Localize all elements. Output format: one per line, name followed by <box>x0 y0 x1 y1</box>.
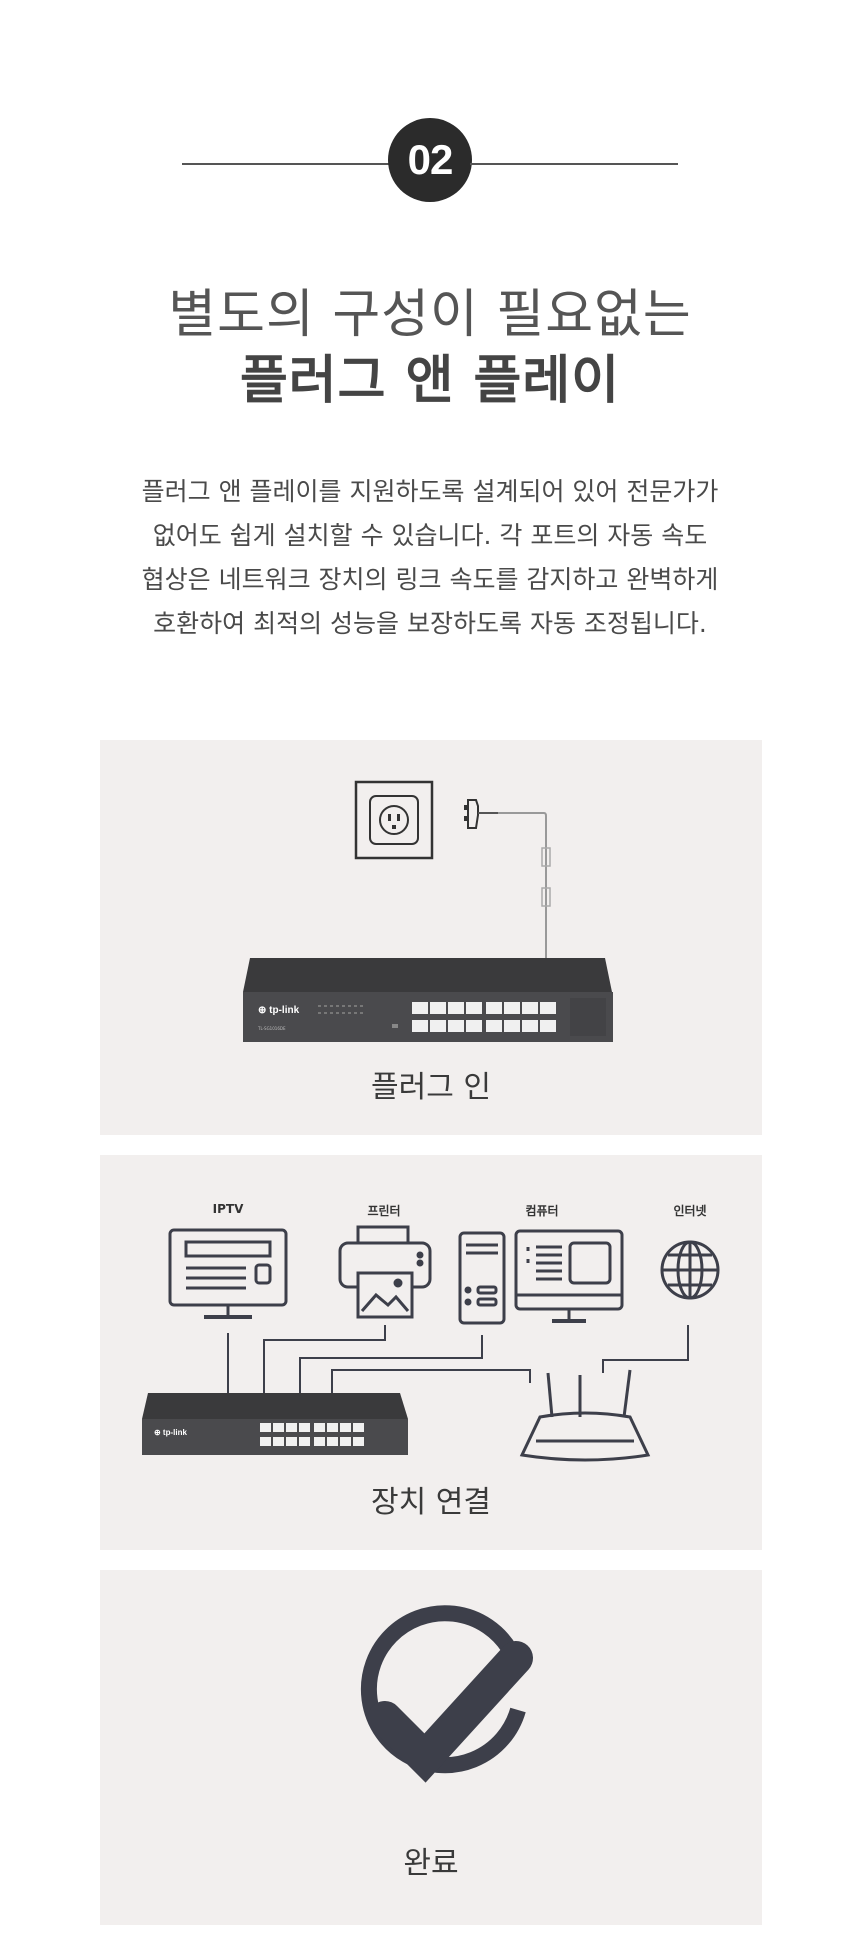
device-label-printer: 프린터 <box>367 1204 401 1218</box>
check-circle-icon <box>360 1605 533 1783</box>
power-outlet-icon <box>354 780 434 860</box>
router-icon <box>519 1369 651 1462</box>
step-label: 플러그 인 <box>371 1070 491 1105</box>
svg-text:TL-SG1016DE: TL-SG1016DE <box>257 1026 286 1031</box>
network-switch-icon: ⊕ tp-link <box>142 1393 408 1455</box>
monitor-icon <box>514 1229 624 1323</box>
step-label: 완료 <box>403 1846 459 1881</box>
heading-line-2: 플러그 앤 플레이 <box>239 351 621 411</box>
tv-icon <box>168 1228 288 1319</box>
svg-text:⊕ tp-link: ⊕ tp-link <box>154 1428 187 1437</box>
printer-icon <box>338 1225 432 1319</box>
section-number-badge-row: 02 <box>182 118 678 208</box>
divider-line-right <box>470 163 678 165</box>
device-label-iptv: IPTV <box>212 1202 244 1216</box>
divider-line-left <box>182 163 390 165</box>
connect-devices-illustration: ⊕ tp-link <box>142 1225 720 1462</box>
step-plug-in-panel: ⊕ tp-link TL-SG1016DE 플러그 인 <box>100 740 762 1135</box>
section-number-badge: 02 <box>388 118 472 202</box>
device-label-internet: 인터넷 <box>673 1204 707 1218</box>
power-plug-icon <box>464 799 551 958</box>
computer-tower-icon <box>458 1231 506 1325</box>
switch-brand-logo: ⊕ tp-link <box>258 1005 300 1016</box>
step-connect-devices-panel: IPTV 프린터 컴퓨터 인터넷 <box>100 1155 762 1550</box>
connection-cables <box>227 1325 689 1393</box>
step-label: 장치 연결 <box>371 1485 491 1520</box>
device-label-computer: 컴퓨터 <box>525 1204 559 1218</box>
heading-line-1: 별도의 구성이 필요없는 <box>168 285 692 345</box>
plug-in-illustration: ⊕ tp-link TL-SG1016DE <box>243 780 613 1042</box>
description-paragraph: 플러그 앤 플레이를 지원하도록 설계되어 있어 전문가가 없어도 쉽게 설치할… <box>90 470 770 646</box>
description-line: 협상은 네트워크 장치의 링크 속도를 감지하고 완벽하게 <box>141 565 719 594</box>
description-line: 없어도 쉽게 설치할 수 있습니다. 각 포트의 자동 속도 <box>152 521 708 550</box>
description-line: 플러그 앤 플레이를 지원하도록 설계되어 있어 전문가가 <box>141 477 719 506</box>
step-complete-panel: 완료 <box>100 1570 762 1925</box>
globe-icon <box>660 1240 720 1300</box>
network-switch-icon: ⊕ tp-link TL-SG1016DE <box>243 958 613 1042</box>
description-line: 호환하여 최적의 성능을 보장하도록 자동 조정됩니다. <box>153 609 707 638</box>
